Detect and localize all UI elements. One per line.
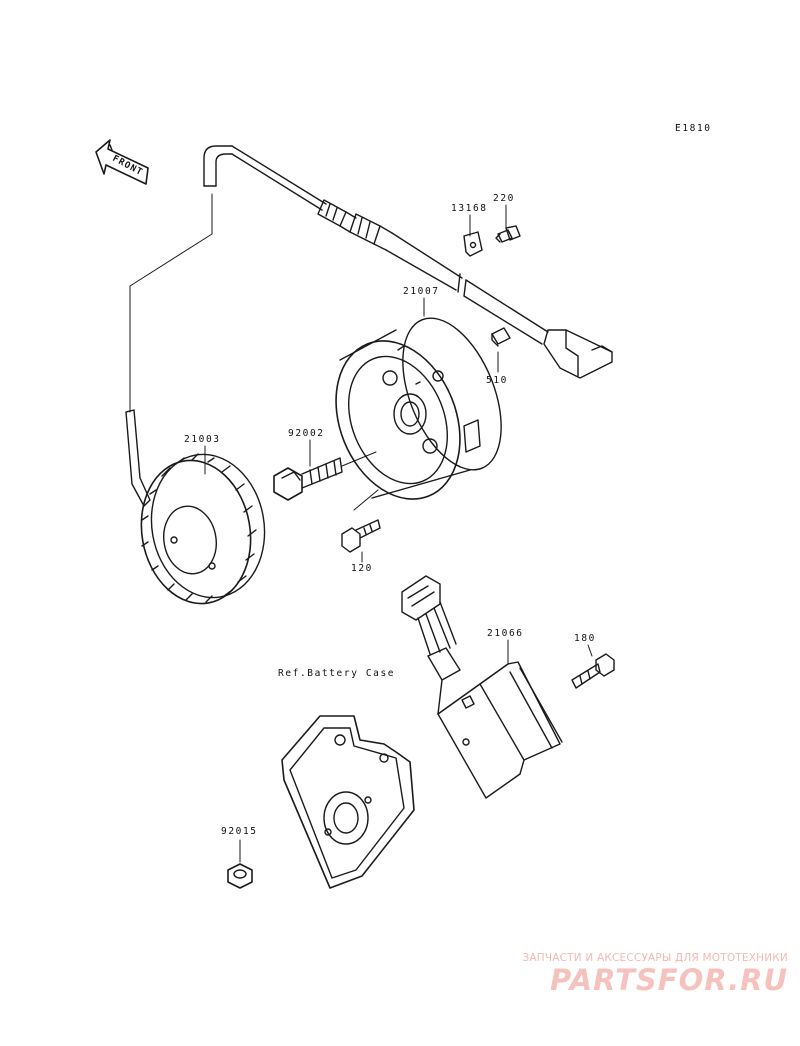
part-label-21003: 21003 [184, 434, 221, 445]
part-label-180: 180 [574, 633, 596, 644]
diagram-code: E1810 [675, 123, 712, 134]
part-label-220: 220 [493, 193, 515, 204]
part-label-510: 510 [486, 375, 508, 386]
front-arrow-icon [95, 139, 149, 185]
harness-leader-line [129, 193, 213, 413]
bolt-180 [571, 653, 615, 689]
regulator-21066 [401, 575, 563, 799]
nut-92015 [227, 863, 253, 889]
rotor-21007 [335, 317, 502, 500]
screw-220 [495, 225, 521, 243]
part-label-21007: 21007 [403, 286, 440, 297]
stator-21003 [125, 409, 266, 605]
watermark-tagline: ЗАПЧАСТИ И АКСЕССУАРЫ ДЛЯ МОТОТЕХНИКИ [522, 952, 788, 964]
bolt-92002 [273, 451, 377, 501]
key-510 [491, 327, 511, 347]
part-label-120: 120 [351, 563, 373, 574]
reference-label: Ref.Battery Case [278, 668, 396, 679]
part-label-21066: 21066 [487, 628, 524, 639]
battery-case-bracket [281, 715, 415, 889]
clamp-13168 [463, 231, 483, 257]
part-label-92015: 92015 [221, 826, 258, 837]
part-label-13168: 13168 [451, 203, 488, 214]
leader-lines [204, 204, 593, 863]
part-label-92002: 92002 [288, 428, 325, 439]
screw-120 [341, 489, 381, 553]
watermark-logo: PARTSFOR.RU [550, 963, 788, 997]
wiring-harness [203, 145, 613, 379]
